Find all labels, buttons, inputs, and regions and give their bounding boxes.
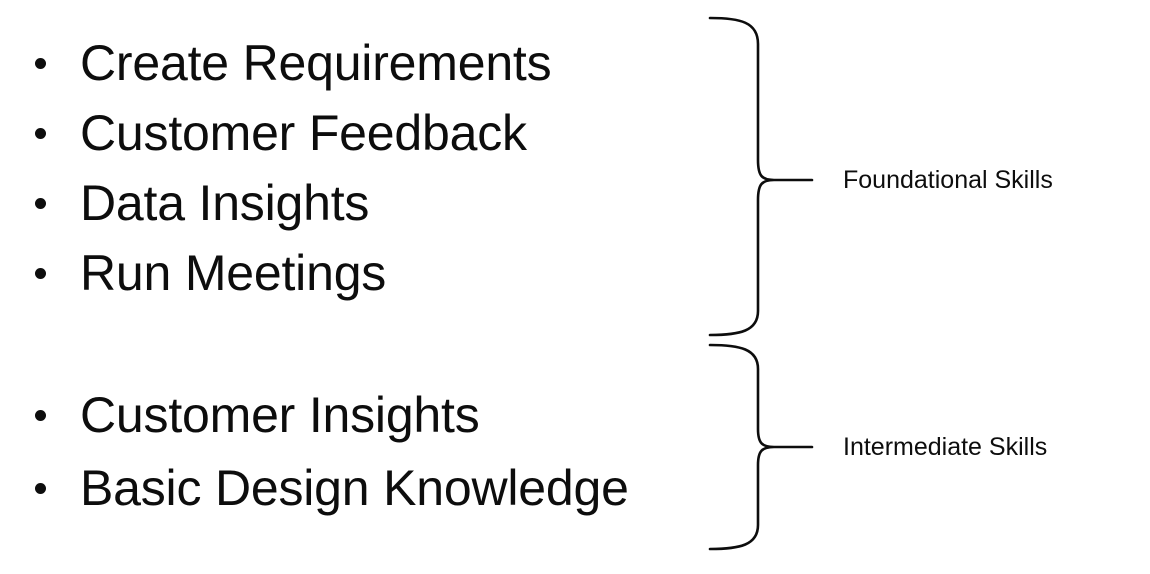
bullet-list-intermediate: Customer Insights Basic Design Knowledge [0,378,629,524]
curly-brace-foundational-icon [700,10,830,350]
list-item[interactable]: Run Meetings [0,238,551,308]
list-item-label: Basic Design Knowledge [80,459,629,516]
bullet-dot-icon [35,198,46,209]
list-item-label: Customer Feedback [80,105,527,161]
bullet-dot-icon [35,58,46,69]
bullet-list-foundational: Create Requirements Customer Feedback Da… [0,28,552,308]
curly-brace-intermediate-icon [700,337,830,562]
list-item-label: Create Requirements [80,35,552,91]
list-item[interactable]: Basic Design Knowledge [0,451,629,524]
list-item[interactable]: Data Insights [0,168,551,238]
list-item[interactable]: Customer Feedback [0,98,551,168]
bullet-dot-icon [35,409,46,421]
list-item[interactable]: Customer Insights [0,378,629,451]
brace-label-intermediate: Intermediate Skills [843,433,1048,461]
list-item-label: Data Insights [80,175,370,231]
list-item-label: Customer Insights [80,386,480,443]
brace-label-foundational: Foundational Skills [843,166,1053,194]
bullet-dot-icon [35,482,46,494]
bullet-dot-icon [35,268,46,279]
bullet-dot-icon [35,128,46,139]
list-item[interactable]: Create Requirements [0,28,552,98]
list-item-label: Run Meetings [80,245,387,301]
